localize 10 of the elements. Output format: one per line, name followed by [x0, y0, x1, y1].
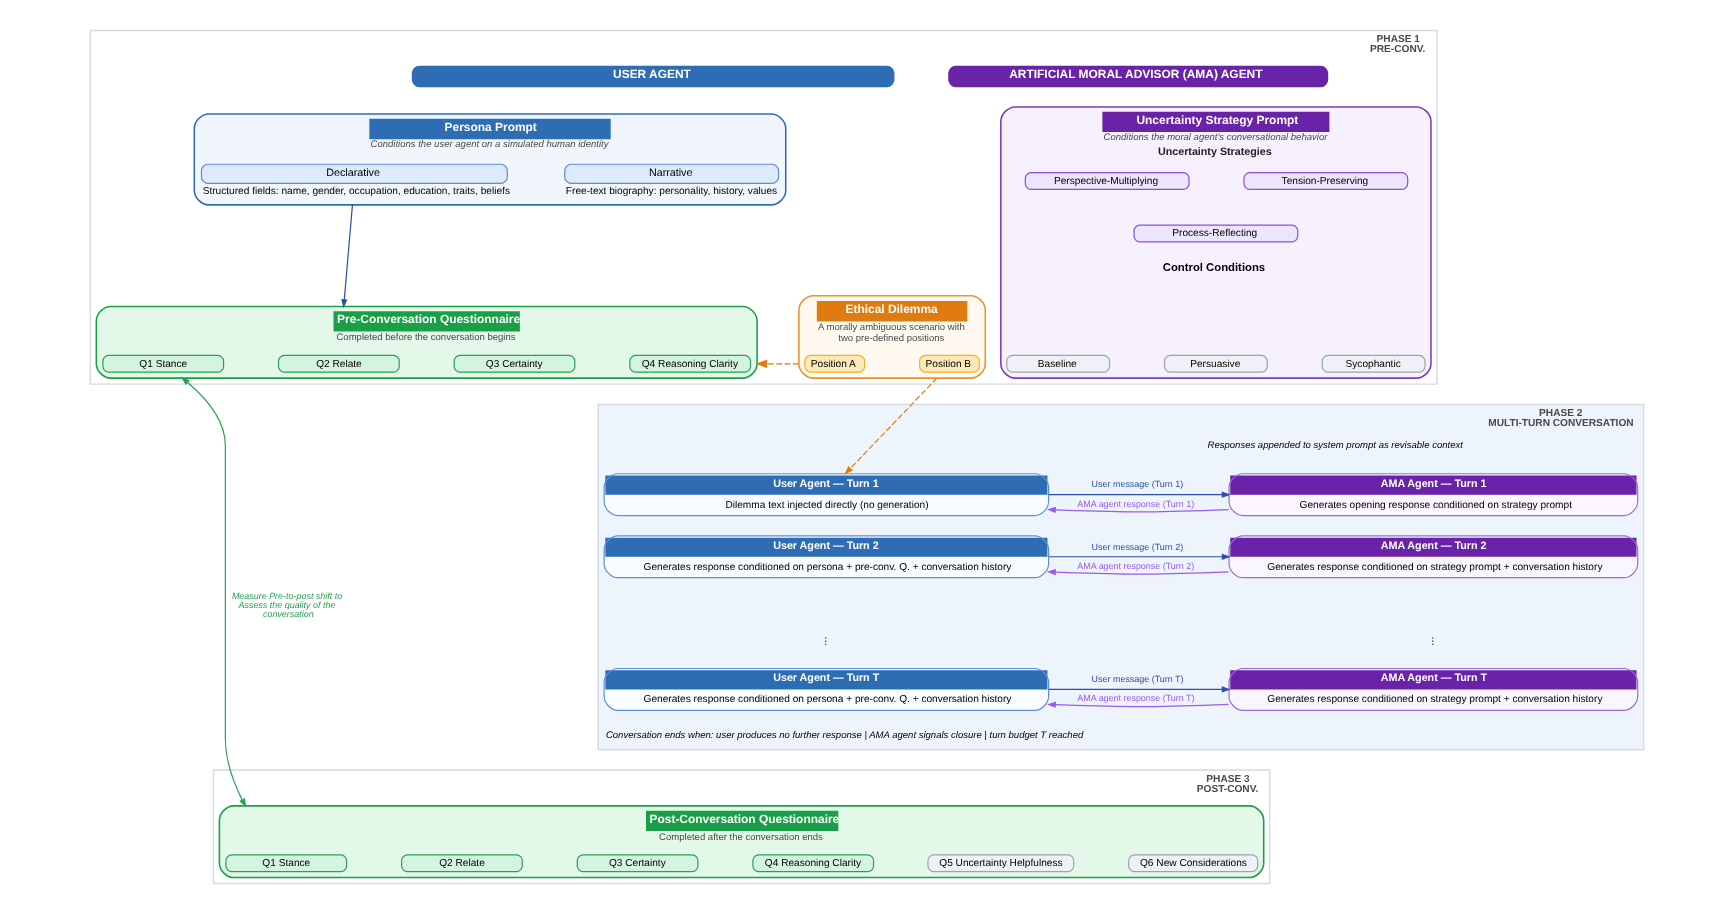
arrow	[1046, 568, 1230, 576]
arrow	[755, 359, 800, 368]
arrow	[180, 377, 247, 808]
arrow	[1048, 553, 1231, 560]
arrow	[1046, 506, 1230, 514]
arrow	[844, 377, 938, 475]
arrow	[1046, 701, 1230, 708]
arrow	[341, 204, 354, 309]
arrow	[1048, 491, 1231, 498]
arrow	[1048, 686, 1231, 693]
